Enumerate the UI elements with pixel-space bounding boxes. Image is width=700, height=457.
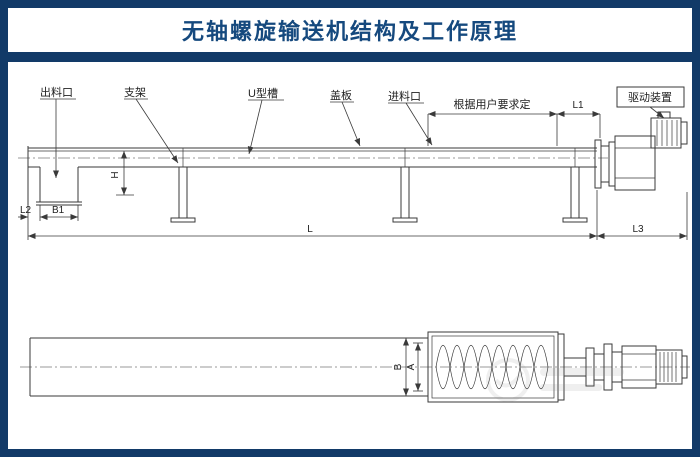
label-inlet: 进料口 [388, 89, 421, 103]
side-elevation-view: 出料口 支架 U型槽 盖板 进料口 驱动装置 [18, 85, 688, 240]
dim-B1: B1 [52, 205, 65, 216]
label-outlet: 出料口 [40, 85, 73, 99]
motor-fan-cover [680, 121, 688, 145]
dimension-B: B [393, 338, 409, 396]
dimension-L1: L1 [557, 100, 601, 138]
screw-spiral [435, 344, 549, 390]
dim-L2: L2 [20, 205, 32, 216]
shaft-seal [600, 145, 610, 183]
dim-L1: L1 [572, 100, 584, 111]
conveyor-diagram: 出料口 支架 U型槽 盖板 进料口 驱动装置 [18, 85, 690, 403]
motor-fan-cover [681, 355, 688, 379]
label-support: 支架 [124, 86, 146, 99]
dimension-inlet-span: 根据用户要求定 [427, 97, 558, 146]
dim-B: B [393, 363, 404, 370]
support-leg [170, 167, 196, 223]
end-flange [594, 139, 602, 189]
label-per-user-requirement: 根据用户要求定 [454, 97, 531, 111]
drive-assembly-plan [557, 333, 688, 401]
conveyor-tube [29, 337, 428, 397]
dimension-L3: L3 [597, 192, 688, 240]
u-trough-body [27, 146, 597, 168]
label-u-trough: U型槽 [248, 86, 278, 100]
gearbox [614, 135, 656, 191]
plan-view: B A [20, 331, 690, 403]
diagram-canvas: 出料口 支架 U型槽 盖板 进料口 驱动装置 [8, 62, 692, 449]
discharge-chute [27, 167, 82, 206]
dim-H: H [110, 171, 121, 178]
callout-labels: 出料口 支架 U型槽 盖板 进料口 驱动装置 [40, 85, 685, 178]
dim-A: A [406, 363, 417, 370]
dimension-A: A [406, 342, 423, 392]
label-drive-unit: 驱动装置 [628, 91, 672, 104]
watermark [486, 358, 624, 402]
dimension-H: H [110, 151, 134, 196]
drive-assembly [594, 111, 688, 191]
support-leg [562, 167, 588, 223]
dim-L: L [307, 224, 313, 235]
page-title: 无轴螺旋输送机结构及工作原理 [8, 8, 692, 52]
support-leg [392, 167, 418, 223]
title-divider-bar [8, 52, 692, 62]
dim-L3: L3 [632, 224, 644, 235]
dimension-L: L [27, 190, 598, 240]
label-cover-plate: 盖板 [330, 88, 352, 102]
coupling-flange [608, 141, 616, 187]
dimension-L2-B1: L2 B1 [18, 205, 79, 221]
